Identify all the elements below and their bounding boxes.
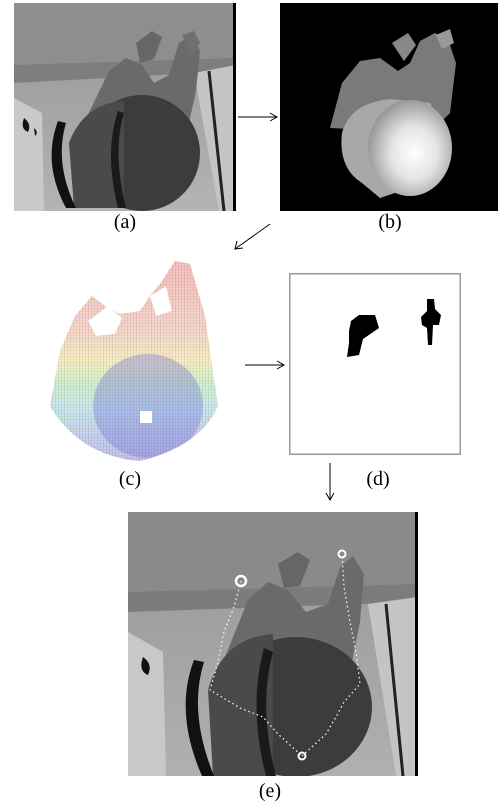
- left-hand-joint-icon: [234, 574, 248, 588]
- caption-a: (a): [113, 211, 137, 233]
- caption-d: (d): [366, 468, 390, 490]
- torso-joint-icon: [297, 751, 307, 761]
- panel-d-binary-hands: [289, 273, 461, 455]
- caption-c: (c): [118, 468, 142, 490]
- arrow-right-icon: [244, 358, 286, 372]
- arrow-down-left-icon: [232, 222, 272, 252]
- panel-b-segmented-image: [280, 3, 498, 211]
- panel-c-point-cloud: [30, 256, 240, 466]
- arrow-right-icon: [237, 110, 279, 124]
- right-hand-joint-icon: [337, 549, 347, 559]
- arrow-down-icon: [323, 462, 337, 502]
- skeleton-lines: [209, 553, 361, 757]
- panel-a-depth-image: [14, 3, 236, 211]
- caption-e: (e): [258, 780, 282, 802]
- caption-b: (b): [378, 211, 402, 233]
- panel-e-skeleton-overlay: [128, 512, 418, 776]
